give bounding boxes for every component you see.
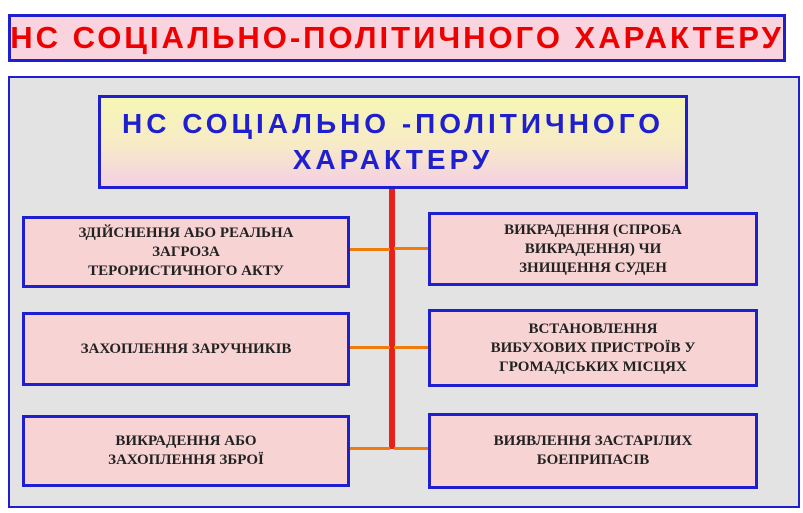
vertical-connector (389, 189, 395, 449)
connector-left-2 (348, 346, 390, 349)
page-title-banner: НС СОЦІАЛЬНО-ПОЛІТИЧНОГО ХАРАКТЕРУ (8, 14, 786, 62)
diagram-node-right-3: ВИЯВЛЕННЯ ЗАСТАРІЛИХ БОЕПРИПАСІВ (428, 413, 758, 489)
connector-right-2 (394, 346, 430, 349)
node-label: ВСТАНОВЛЕННЯ ВИБУХОВИХ ПРИСТРОЇВ У ГРОМА… (490, 320, 696, 375)
diagram-node-right-2: ВСТАНОВЛЕННЯ ВИБУХОВИХ ПРИСТРОЇВ У ГРОМА… (428, 309, 758, 387)
diagram-node-right-1: ВИКРАДЕННЯ (СПРОБА ВИКРАДЕННЯ) ЧИ ЗНИЩЕН… (428, 212, 758, 286)
diagram-node-left-1: ЗДІЙСНЕННЯ АБО РЕАЛЬНА ЗАГРОЗА ТЕРОРИСТИ… (22, 216, 350, 288)
connector-left-3 (348, 447, 390, 450)
diagram-root-box: НС СОЦІАЛЬНО -ПОЛІТИЧНОГО ХАРАКТЕРУ (98, 95, 688, 189)
node-label: ЗАХОПЛЕННЯ ЗАРУЧНИКІВ (80, 340, 292, 357)
root-title-line-2: ХАРАКТЕРУ (292, 144, 494, 175)
diagram-node-left-3: ВИКРАДЕННЯ АБО ЗАХОПЛЕННЯ ЗБРОЇ (22, 415, 350, 487)
root-title-line-1: НС СОЦІАЛЬНО -ПОЛІТИЧНОГО (121, 108, 664, 139)
node-label: ЗДІЙСНЕННЯ АБО РЕАЛЬНА ЗАГРОЗА ТЕРОРИСТИ… (78, 224, 294, 279)
diagram-node-left-2: ЗАХОПЛЕННЯ ЗАРУЧНИКІВ (22, 312, 350, 386)
connector-right-1 (394, 247, 430, 250)
node-label: ВИКРАДЕННЯ (СПРОБА ВИКРАДЕННЯ) ЧИ ЗНИЩЕН… (504, 221, 682, 276)
node-label: ВИКРАДЕННЯ АБО ЗАХОПЛЕННЯ ЗБРОЇ (108, 433, 264, 468)
connector-right-3 (394, 447, 430, 450)
connector-left-1 (348, 248, 390, 251)
node-label: ВИЯВЛЕННЯ ЗАСТАРІЛИХ БОЕПРИПАСІВ (493, 433, 693, 468)
page-title: НС СОЦІАЛЬНО-ПОЛІТИЧНОГО ХАРАКТЕРУ (10, 20, 784, 55)
